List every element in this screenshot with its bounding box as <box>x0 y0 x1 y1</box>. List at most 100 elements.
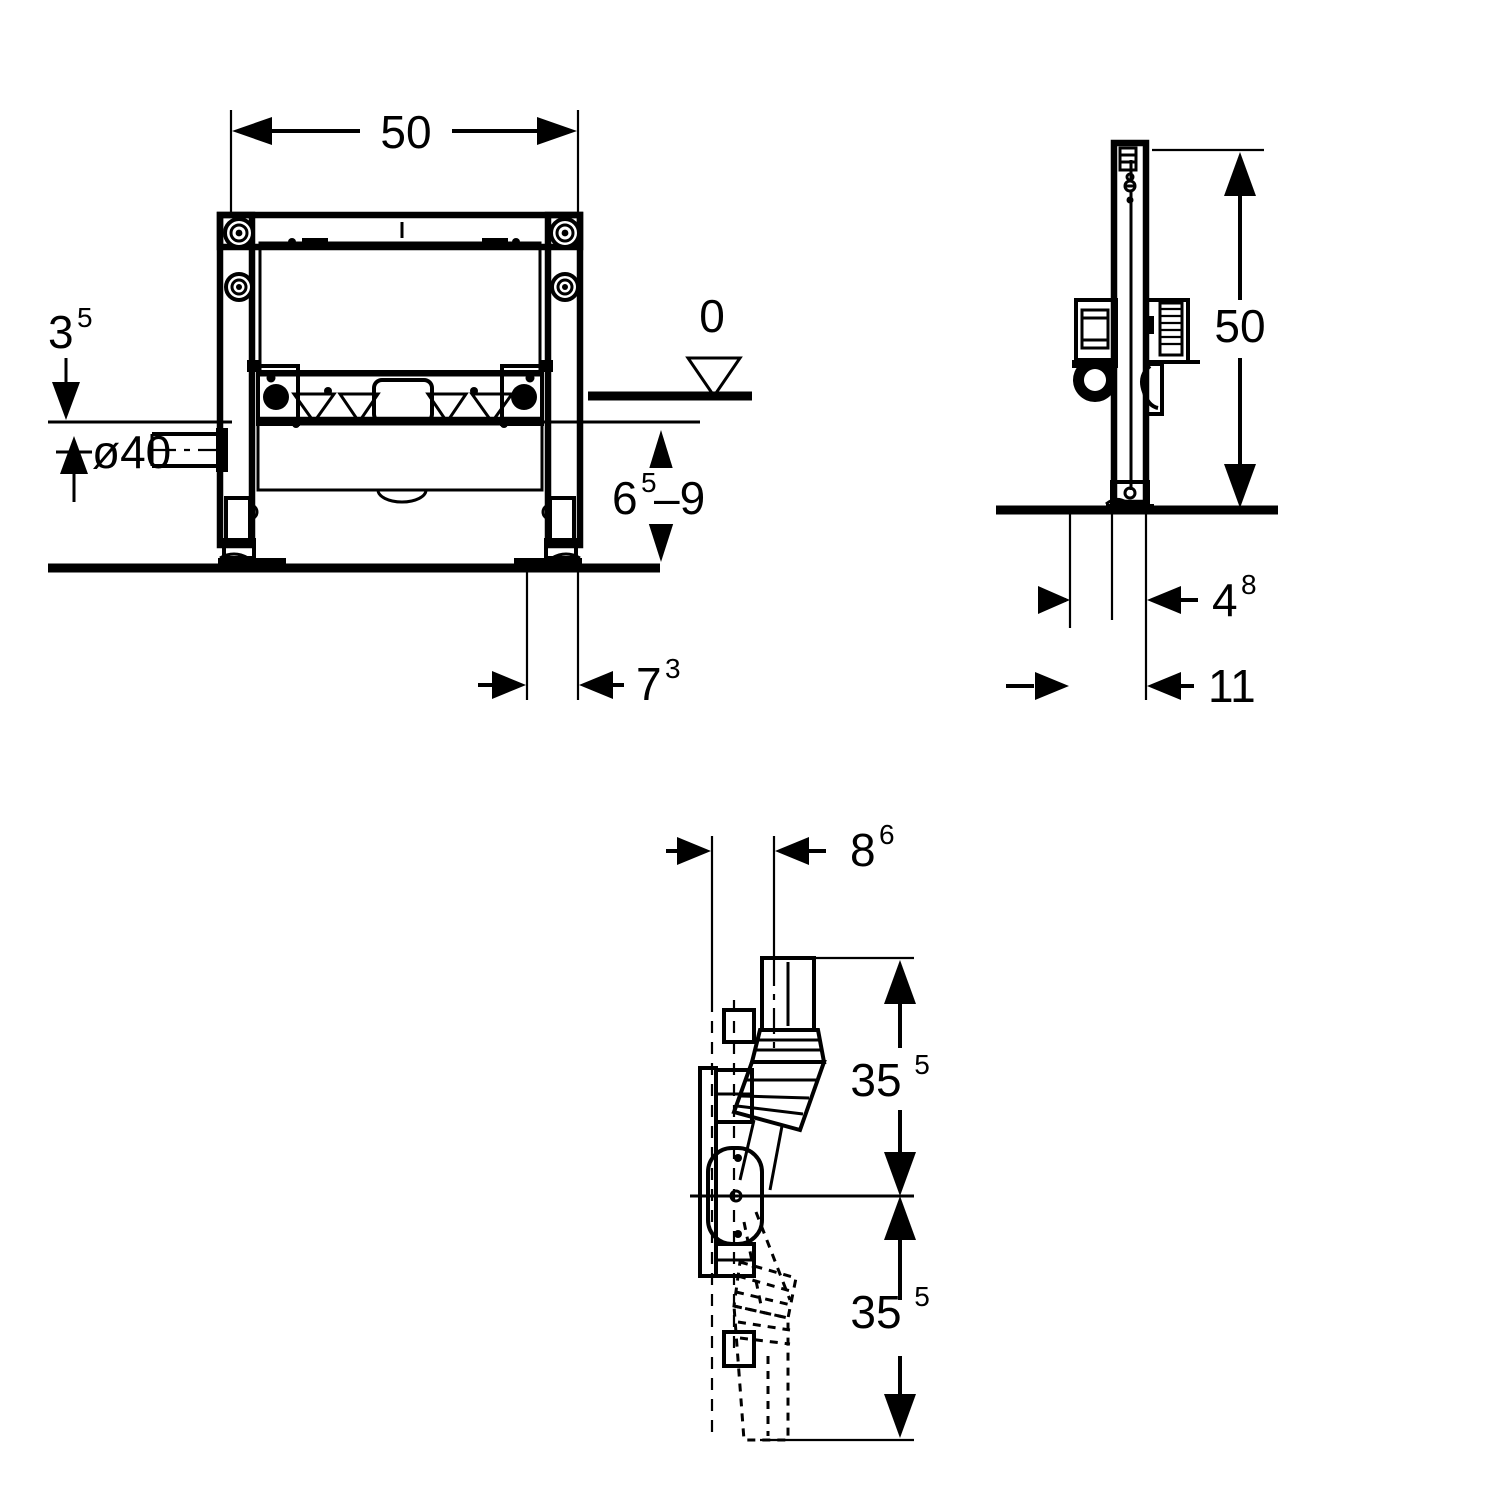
side-foot-pad <box>1105 497 1127 506</box>
top-stud-left <box>288 238 296 246</box>
foot-left-pad <box>219 552 249 560</box>
dim-35b-arrow-up <box>884 1196 916 1240</box>
detail-square-fixture-upper <box>722 1008 756 1044</box>
detail-alternate-outlet-dashed <box>722 1211 798 1442</box>
dim-label-depth-4: 4 <box>1212 574 1238 626</box>
mid-bar-dot-left <box>324 387 332 395</box>
mount-valve-screw-top <box>734 1154 742 1162</box>
dim-35a-arrow-up <box>884 960 916 1004</box>
alt-pipe-barrel <box>732 1304 790 1442</box>
arrow-right <box>537 117 577 145</box>
mid-bar-dot-right <box>470 387 478 395</box>
leg-left-collar <box>249 503 259 521</box>
alt-bellows-upper <box>732 1260 798 1320</box>
lower-panel-notch <box>376 489 428 504</box>
leg-right-collar <box>541 503 551 521</box>
arrow-left <box>232 117 272 145</box>
dim-h50-arrow-up <box>1224 152 1256 196</box>
leg-left-shaft <box>224 496 252 542</box>
dim-label-offset-8: 8 <box>850 824 876 876</box>
dim-label-detail-35a-sup: 5 <box>914 1049 930 1080</box>
dim-65-label-backing <box>604 468 728 524</box>
left-upright <box>216 211 256 549</box>
marker-triangle-1 <box>291 392 337 425</box>
dim-d40-arrow-up <box>60 436 88 474</box>
dim-label-detail-35b-sup: 5 <box>914 1281 930 1312</box>
rail-top-clip <box>1118 146 1138 172</box>
bolt-boss-mid-right <box>550 272 580 302</box>
mid-bar-assembly <box>247 360 553 428</box>
left-mech-inner <box>1080 308 1110 350</box>
shoulder-left <box>247 360 261 372</box>
cistern-lower-panel <box>256 422 544 492</box>
dim-label-datum-0: 0 <box>699 290 725 342</box>
dim-73-arrow-right <box>579 671 613 699</box>
bolt-boss-top-right <box>549 217 581 249</box>
cistern-upper-panel <box>258 241 542 377</box>
pipe-flange <box>216 428 228 472</box>
mount-upper-block <box>714 1068 754 1124</box>
alt-rib-1 <box>737 1274 795 1294</box>
mount-backplate <box>698 1066 718 1278</box>
dim-86-arrow-right <box>775 837 809 865</box>
leg-right-shaft <box>548 496 576 542</box>
datum-triangle <box>685 356 743 399</box>
right-upright <box>544 211 584 549</box>
dim-35a-arrow-down <box>884 1152 916 1196</box>
detail-bellows-connector <box>731 1028 827 1191</box>
dimension-depth-48: 4 8 <box>1038 514 1257 700</box>
detail-mount-body <box>690 1066 914 1278</box>
datum-marker-zero: 0 <box>685 290 743 399</box>
dimension-offset-8-6: 8 6 <box>666 819 895 876</box>
dim-11-arrow-left <box>1035 672 1069 700</box>
dim-label-depth-11: 11 <box>1208 660 1256 712</box>
dim-35b-arrow-down <box>884 1394 916 1438</box>
dim-label-offset-3-sup: 5 <box>77 302 93 333</box>
right-mech-tab <box>1146 316 1154 334</box>
left-mech-bridge <box>1072 360 1118 368</box>
detail-upper-pipe <box>760 956 816 1032</box>
foot-right <box>514 496 582 568</box>
dimension-base-7-3: 7 3 <box>478 572 681 710</box>
dim-label-height-6: 6 <box>612 472 638 524</box>
dim-86-arrow-left <box>677 837 711 865</box>
dim-3-arrow-down <box>52 382 80 420</box>
foot-left-plate <box>218 558 286 568</box>
dimension-width-50: 50 <box>229 104 580 212</box>
left-mech-valve-inner <box>1084 369 1106 391</box>
dim-label-height-50: 50 <box>1214 300 1265 352</box>
dimension-depth-11: 11 <box>1006 660 1256 712</box>
alt-rib-3 <box>737 1320 791 1332</box>
dim-label-height-6-sup: 5 <box>641 467 657 498</box>
pipe-stub-d40 <box>150 428 228 472</box>
detail-view-group: 8 6 <box>666 819 930 1442</box>
shoulder-right <box>539 360 553 372</box>
dim-label-offset-3: 3 <box>48 306 74 358</box>
dim-73-arrow-left <box>492 671 526 699</box>
alt-rib-2 <box>735 1290 792 1307</box>
dim-label-base-7: 7 <box>636 658 662 710</box>
dim-label-detail-35a: 35 <box>850 1054 901 1106</box>
front-view-group: 50 <box>48 104 752 710</box>
foot-left <box>218 496 286 568</box>
dimension-detail-35a: 35 5 <box>850 960 930 1196</box>
top-tab-left <box>302 238 328 247</box>
top-stud-right <box>512 238 520 246</box>
dim-label-width-50: 50 <box>380 106 431 158</box>
bellows-upper <box>749 1028 827 1064</box>
dim-label-d40: ø40 <box>92 426 171 478</box>
side-view-group: 50 4 8 11 <box>996 139 1278 712</box>
bolt-boss-mid-left <box>224 272 254 302</box>
foot-right-plate <box>514 558 582 568</box>
dim-label-base-7-sup: 3 <box>665 653 681 684</box>
dim-11-arrow-right <box>1147 672 1181 700</box>
dimension-detail-35b: 35 5 <box>850 1196 930 1438</box>
dim-label-detail-35b: 35 <box>850 1286 901 1338</box>
dim-h50-arrow-down <box>1224 464 1256 508</box>
foot-right-pad <box>551 552 581 560</box>
dim-48-arrow-right <box>1147 586 1181 614</box>
side-right-mechanism <box>1140 298 1200 416</box>
marker-triangle-3 <box>425 392 469 425</box>
rail-top-dot <box>1126 196 1134 204</box>
